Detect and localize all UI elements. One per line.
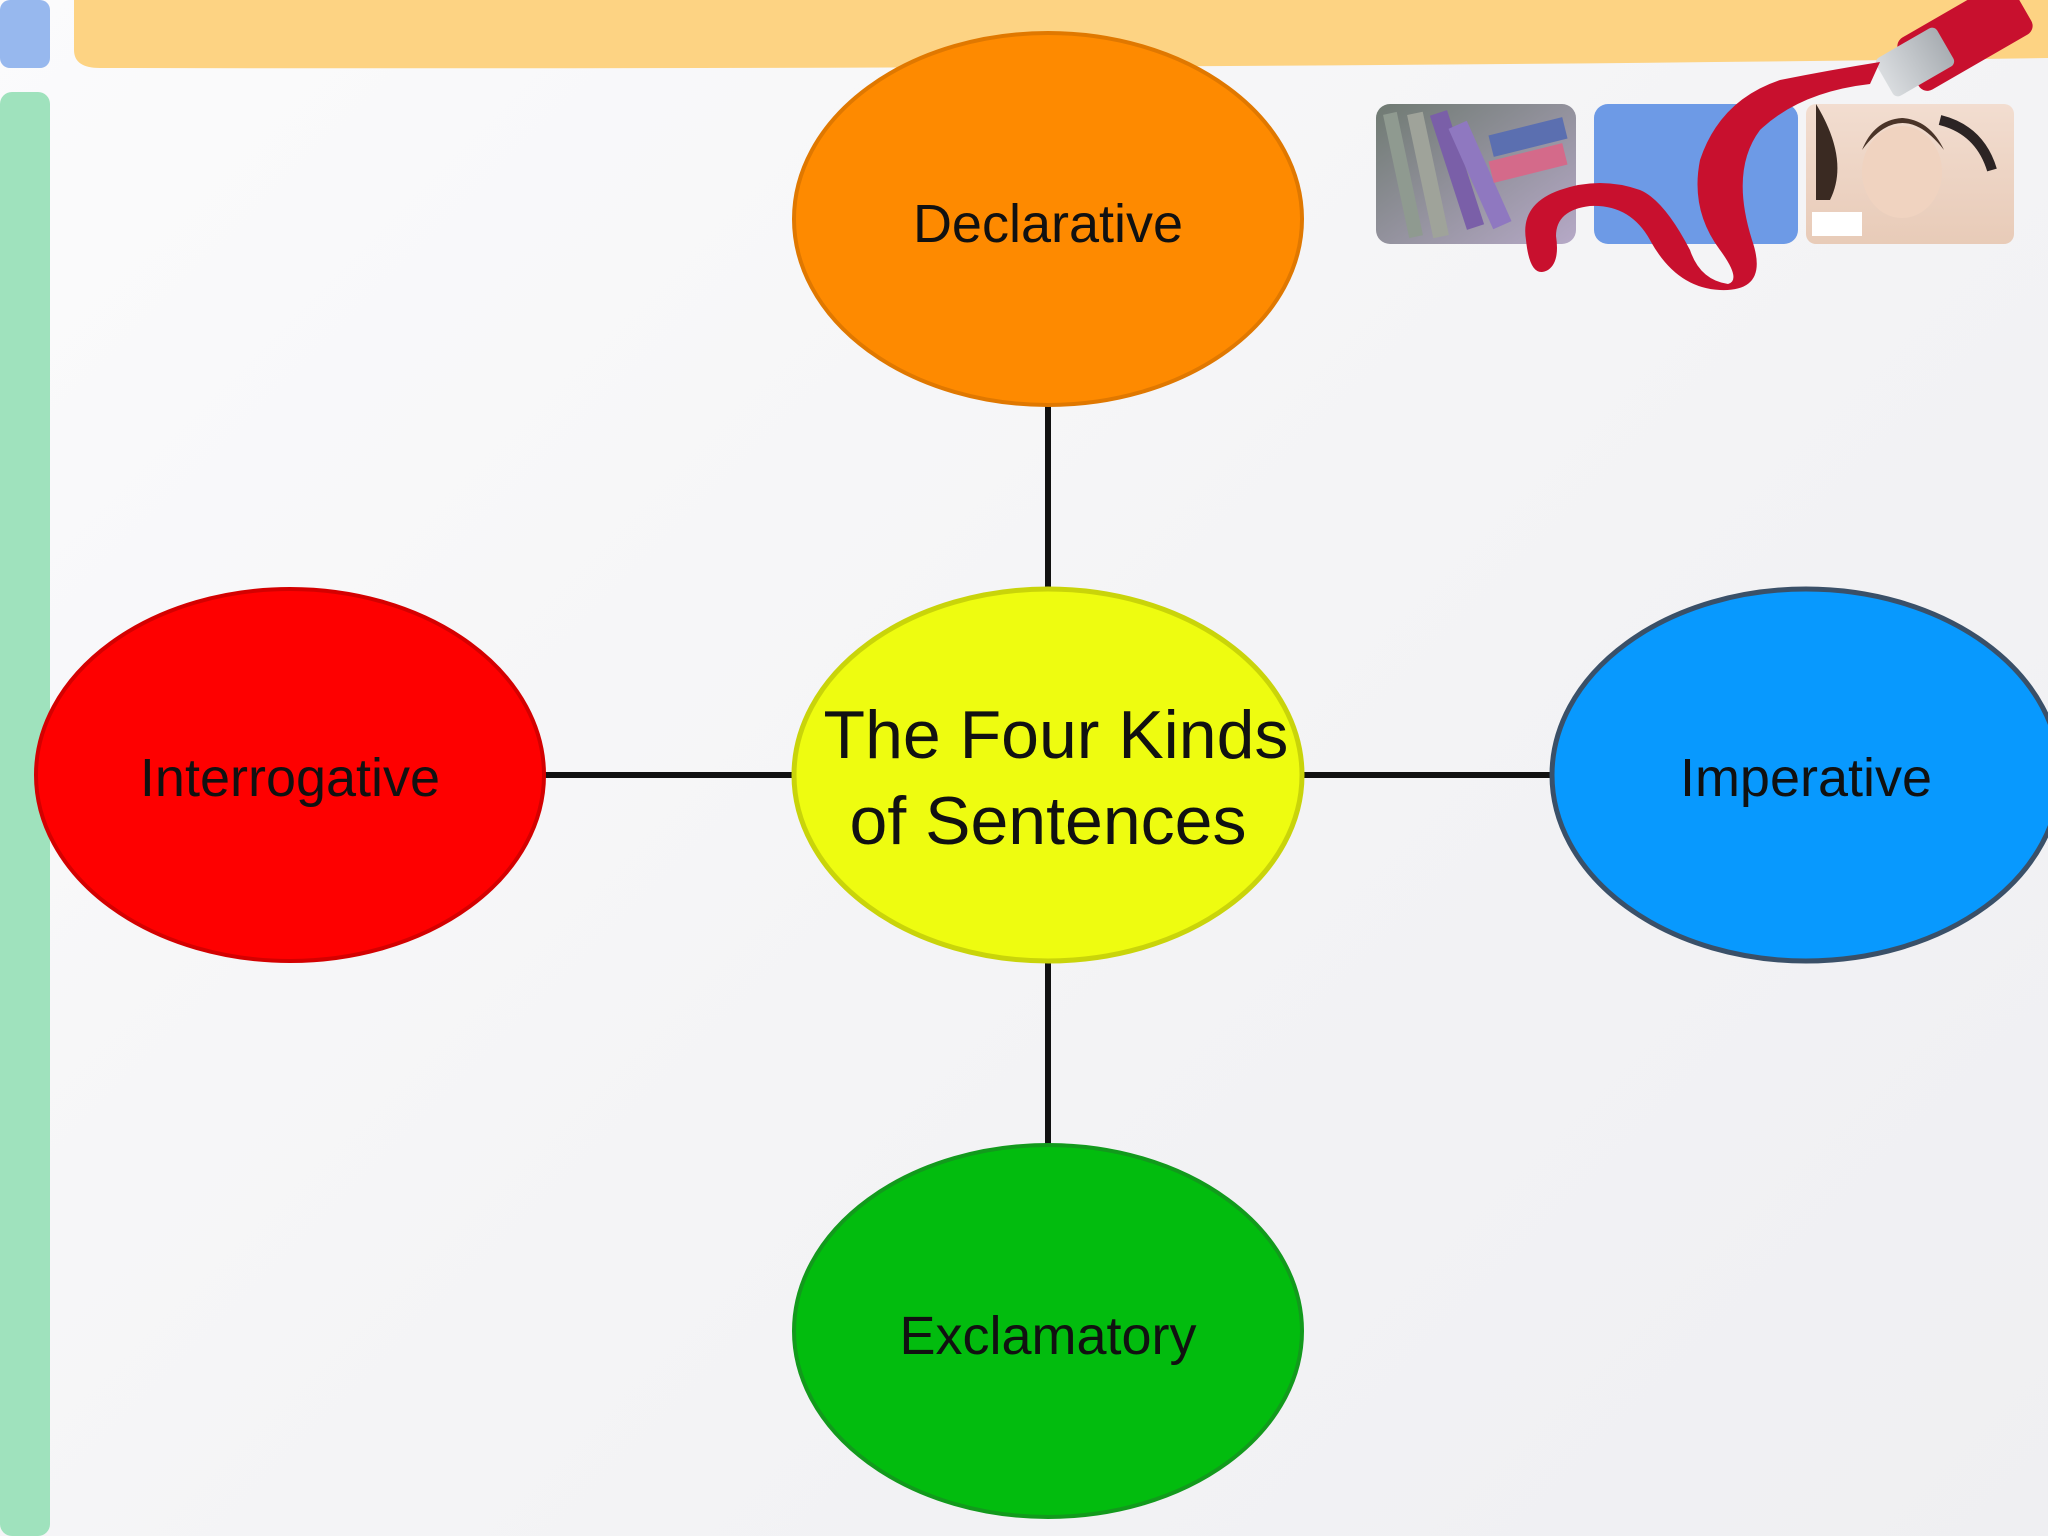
node-exclamatory: Exclamatory	[792, 1143, 1304, 1519]
node-center-title-line2: of Sentences	[850, 783, 1247, 859]
node-interrogative-shape	[34, 587, 546, 963]
node-center: The Four Kinds of Sentences	[791, 586, 1305, 964]
connectors	[544, 404, 1554, 1146]
photo-strip	[1376, 0, 2033, 291]
node-center-shape	[791, 586, 1305, 964]
node-imperative-label: Imperative	[1680, 748, 1932, 808]
child-drawing-image	[1806, 104, 2014, 244]
node-imperative-shape	[1549, 586, 2048, 964]
chalk-sticks-image	[1376, 104, 1576, 244]
node-imperative: Imperative	[1549, 586, 2048, 964]
blue-square-image	[1594, 104, 1798, 244]
left-corner-tab	[0, 0, 50, 68]
node-declarative-label: Declarative	[913, 194, 1183, 254]
node-interrogative: Interrogative	[34, 587, 546, 963]
left-banner	[0, 92, 50, 1536]
node-declarative: Declarative	[792, 31, 1304, 407]
node-center-title-line1: The Four Kinds	[824, 697, 1289, 773]
paint-tube-image	[1525, 0, 2033, 291]
node-declarative-shape	[792, 31, 1304, 407]
node-interrogative-label: Interrogative	[140, 748, 440, 808]
node-exclamatory-label: Exclamatory	[899, 1306, 1196, 1366]
node-exclamatory-shape	[792, 1143, 1304, 1519]
